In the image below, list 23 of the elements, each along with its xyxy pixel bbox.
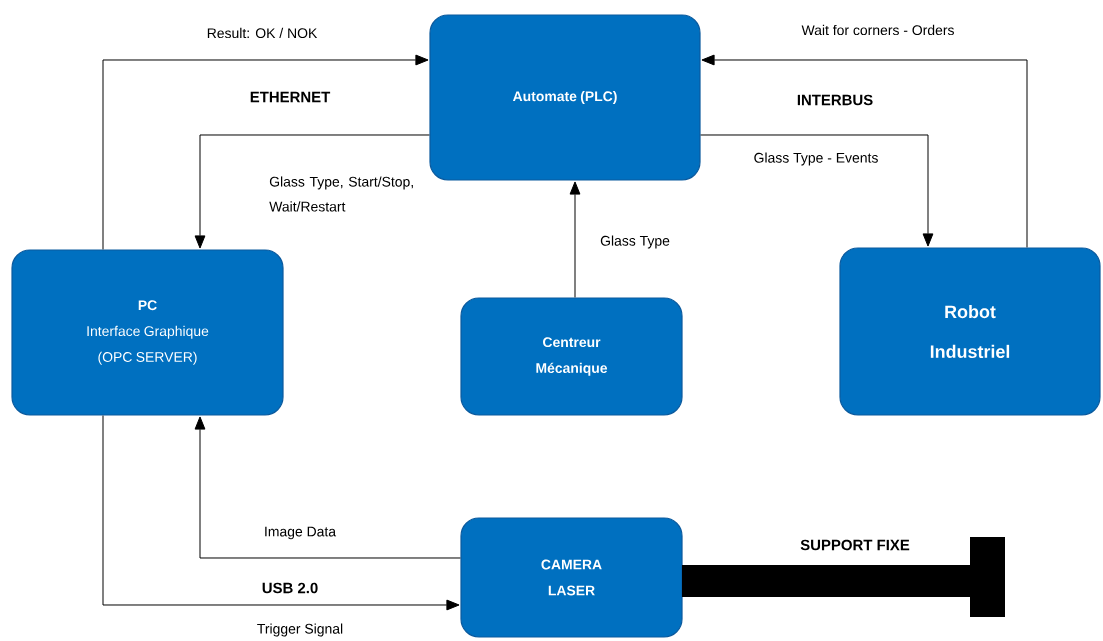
arrow — [569, 181, 581, 298]
edge-label: Image Data — [265, 526, 337, 540]
edge-label: Result: OK / NOK — [207, 27, 318, 39]
process-box: Centreur Mécanique — [460, 297, 683, 416]
arrow — [701, 54, 1028, 248]
edge-label: Wait for corners - Orders — [801, 24, 954, 36]
edge-label: Glass Type - Events — [754, 152, 878, 166]
process-box: PC Interface Graphique (OPC SERVER) — [11, 249, 284, 416]
process-box: Automate (PLC) — [429, 14, 701, 181]
arrow — [102, 54, 429, 250]
process-box: Robot Industriel — [839, 247, 1101, 416]
edge-label: Glass Type — [600, 235, 670, 249]
arrow — [700, 134, 934, 247]
bus-label: SUPPORT FIXE — [800, 539, 910, 551]
arrow — [194, 134, 430, 249]
bus-label: USB 2.0 — [262, 582, 318, 594]
edge-label: Trigger Signal — [257, 623, 343, 637]
bus-label: INTERBUS — [797, 94, 873, 106]
bus-label: ETHERNET — [250, 91, 331, 103]
process-box: CAMERA LASER — [460, 517, 683, 638]
arrow — [194, 416, 461, 559]
arrow — [102, 415, 460, 611]
edge-label: Glass Type, Start/Stop, Wait/Restart — [269, 176, 413, 212]
